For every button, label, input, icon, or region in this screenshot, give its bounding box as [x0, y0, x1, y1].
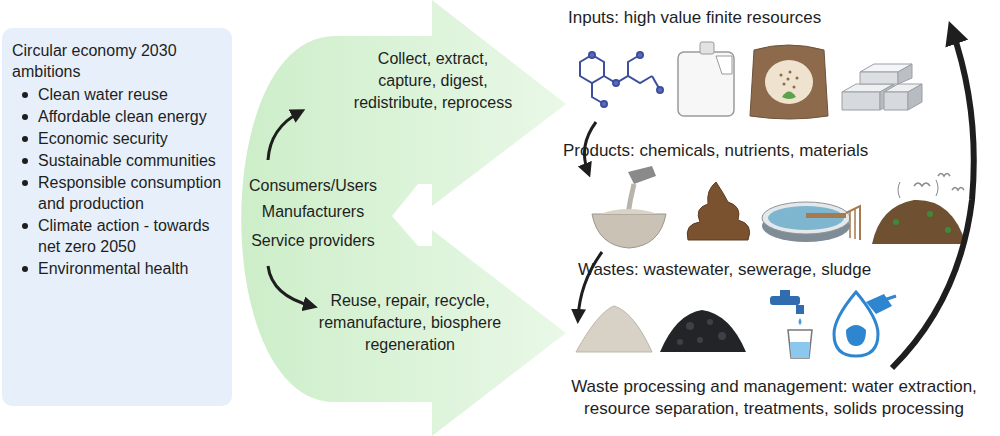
powder-pile-icon — [576, 306, 652, 352]
ambitions-box: Circular economy 2030 ambitionsClean wat… — [2, 28, 232, 406]
compost-heap-icon — [872, 174, 966, 245]
small-arrow — [268, 112, 300, 160]
bullet-item: Economic security — [12, 128, 224, 149]
bullet-item: Clean water reuse — [12, 84, 224, 105]
treatment-tank-icon — [762, 202, 860, 242]
fertiliser-bag-icon — [750, 45, 828, 119]
ingots-icon — [842, 64, 922, 110]
manure-icon — [687, 182, 749, 240]
fuel-drop-icon — [834, 292, 896, 356]
bullet-item: Environmental health — [12, 258, 224, 279]
stage-heading: Wastes: wastewater, sewerage, sludge — [578, 259, 978, 281]
stage-heading: Inputs: high value finite resources — [568, 7, 996, 29]
arrow-text: Manufacturers — [231, 202, 395, 222]
stage-caption: Waste processing and management: water e… — [551, 376, 997, 420]
return-arrow — [892, 30, 974, 368]
arrow-text: Reuse, repair, recycle, remanufacture, b… — [297, 290, 523, 356]
cycle-arrow-shape: Collect, extract, capture, digest, redis… — [225, 0, 570, 436]
bullet-item: Affordable clean energy — [12, 106, 224, 127]
box-heading: Circular economy 2030 ambitions — [12, 40, 224, 82]
molecule-icon — [580, 52, 663, 107]
granules-icon — [660, 310, 746, 352]
pouring-powder-icon — [592, 166, 666, 248]
jug-icon — [678, 42, 734, 116]
arrow-text: Consumers/Users — [231, 176, 395, 196]
stage-heading: Products: chemicals, nutrients, material… — [563, 140, 983, 162]
bullet-item: Responsible consumption and production — [12, 172, 224, 214]
small-arrow — [268, 266, 312, 306]
bullet-item: Climate action - towards net zero 2050 — [12, 215, 224, 257]
arrow-text: Service providers — [231, 231, 395, 251]
arrow-text: Collect, extract, capture, digest, redis… — [353, 48, 513, 114]
tap-and-glass-icon — [770, 290, 812, 358]
bullet-item: Sustainable communities — [12, 150, 224, 171]
